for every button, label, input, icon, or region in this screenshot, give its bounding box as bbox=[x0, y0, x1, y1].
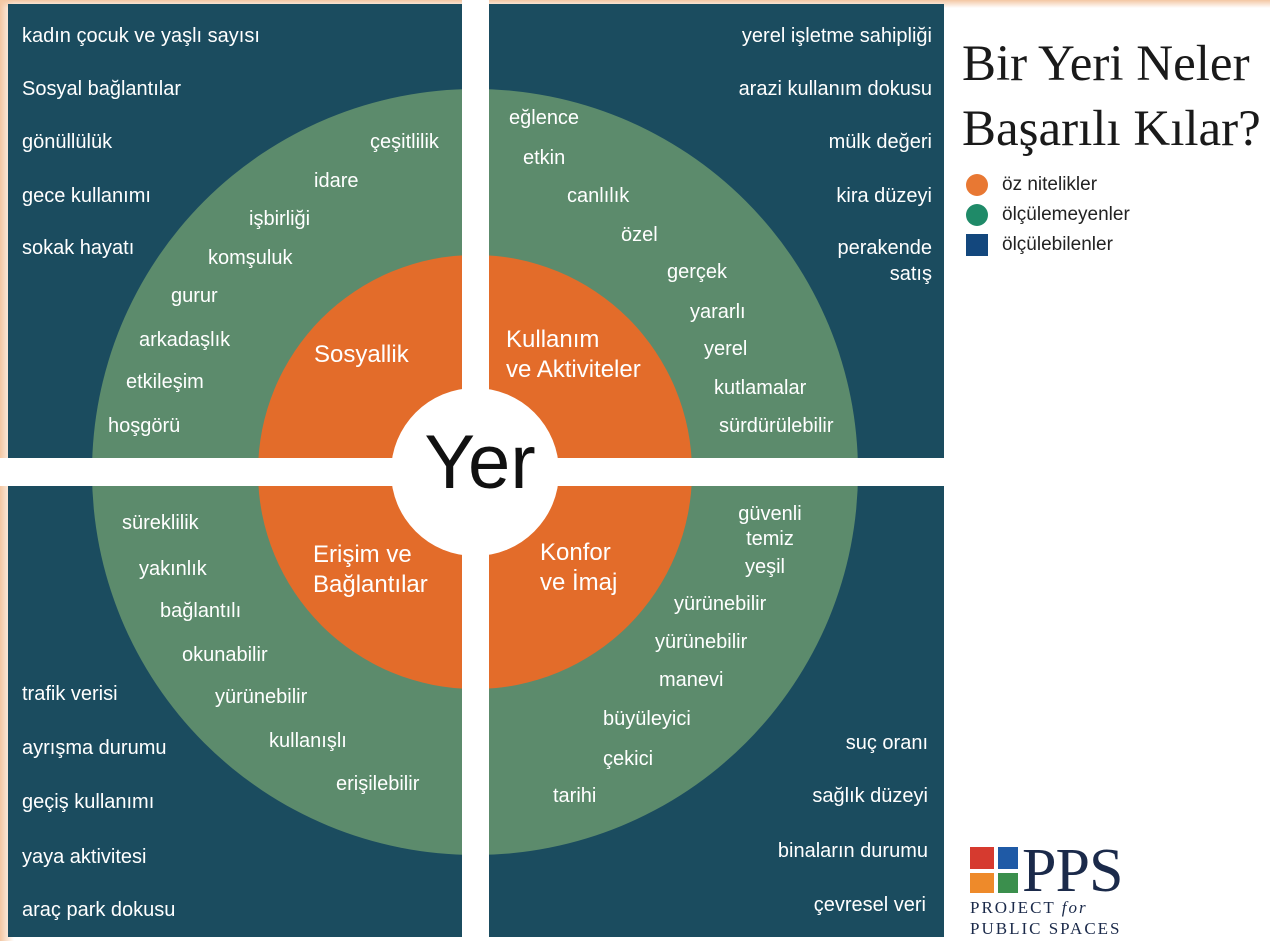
intangible-label: yararlı bbox=[690, 301, 746, 323]
intangible-label: çekici bbox=[603, 748, 654, 770]
intangible-label: yerel bbox=[704, 338, 748, 360]
title-line-2: Başarılı Kılar? bbox=[962, 100, 1261, 157]
intangible-label: işbirliği bbox=[249, 208, 311, 230]
logo-tagline-for: for bbox=[1061, 898, 1088, 917]
intangible-label: yakınlık bbox=[139, 558, 207, 580]
core-label-access-line1: Erişim ve bbox=[313, 541, 412, 568]
measure-label: ayrışma durumu bbox=[22, 737, 167, 759]
measure-label: kadın çocuk ve yaşlı sayısı bbox=[22, 25, 260, 47]
measure-label: gönüllülük bbox=[22, 131, 113, 153]
intangible-label: kutlamalar bbox=[714, 377, 807, 399]
intangible-label: komşuluk bbox=[208, 247, 293, 269]
logo-wordmark: PPS bbox=[1022, 837, 1123, 905]
intangible-label: sürdürülebilir bbox=[719, 415, 834, 437]
logo-tagline-line1: PROJECT for bbox=[970, 897, 1122, 918]
logo-square-green bbox=[998, 873, 1018, 893]
intangible-label: kullanışlı bbox=[269, 730, 347, 752]
intangible-label: yürünebilir bbox=[655, 631, 748, 653]
measure-label: satış bbox=[889, 263, 932, 285]
center-circle bbox=[391, 388, 559, 556]
legend-label: öz nitelikler bbox=[1002, 174, 1098, 195]
core-label-sociability: Sosyallik bbox=[314, 341, 409, 368]
intangible-label: eğlence bbox=[509, 107, 580, 129]
intangible-label: gerçek bbox=[667, 261, 728, 283]
intangible-label: erişilebilir bbox=[336, 773, 420, 795]
measure-label: mülk değeri bbox=[828, 131, 932, 153]
blue-square-icon bbox=[966, 234, 988, 256]
intangible-label: etkin bbox=[523, 147, 566, 169]
center-label: Yer bbox=[424, 420, 536, 505]
intangible-label: süreklilik bbox=[122, 512, 199, 534]
intangible-label: canlılık bbox=[567, 185, 630, 207]
core-label-comfort-line2: ve İmaj bbox=[540, 569, 618, 596]
measure-label: Sosyal bağlantılar bbox=[22, 78, 181, 100]
green-circle-icon bbox=[966, 204, 988, 226]
logo-square-orange bbox=[970, 873, 994, 893]
measure-label: perakende bbox=[837, 237, 932, 259]
logo-tagline-line2: PUBLIC SPACES bbox=[970, 919, 1122, 938]
measure-label: kira düzeyi bbox=[836, 185, 932, 207]
intangible-label: manevi bbox=[659, 669, 724, 691]
logo-tagline: PROJECT for PUBLIC SPACES bbox=[970, 897, 1122, 939]
measure-label: gece kullanımı bbox=[22, 185, 151, 207]
logo-square-blue bbox=[998, 847, 1018, 869]
measure-label: sokak hayatı bbox=[22, 237, 135, 259]
intangible-label: yeşil bbox=[744, 556, 785, 578]
logo-tagline-project: PROJECT bbox=[970, 898, 1056, 917]
core-label-access-line2: Bağlantılar bbox=[313, 571, 428, 598]
intangible-label: etkileşim bbox=[126, 371, 204, 393]
page-title: Bir Yeri Neler Başarılı Kılar? bbox=[962, 32, 1261, 162]
measure-label: yerel işletme sahipliği bbox=[741, 25, 932, 47]
intangible-label: büyüleyici bbox=[603, 708, 691, 730]
intangible-label: yürünebilir bbox=[215, 686, 308, 708]
measure-label: çevresel veri bbox=[813, 894, 926, 916]
intangible-label: gurur bbox=[171, 285, 218, 307]
intangible-label: tarihi bbox=[553, 785, 597, 807]
core-label-uses-line1: Kullanım bbox=[506, 326, 600, 353]
intangible-label: çeşitlilik bbox=[370, 131, 439, 153]
core-label-comfort-line1: Konfor bbox=[540, 539, 611, 566]
legend: öz nitelikler ölçülemeyenler ölçülebilen… bbox=[966, 170, 1130, 260]
legend-item-intangibles: ölçülemeyenler bbox=[966, 200, 1130, 230]
logo-cross-v bbox=[994, 845, 998, 895]
core-label-uses: Kullanım ve Aktiviteler bbox=[506, 325, 641, 385]
title-line-1: Bir Yeri Neler bbox=[962, 36, 1250, 92]
intangible-label: özel bbox=[621, 224, 658, 246]
intangible-label: yürünebilir bbox=[674, 593, 767, 615]
core-label-uses-line2: ve Aktiviteler bbox=[506, 356, 641, 383]
legend-label: ölçülebilenler bbox=[1002, 234, 1113, 255]
core-label-comfort: Konfor ve İmaj bbox=[540, 538, 617, 598]
measure-label: geçiş kullanımı bbox=[22, 791, 155, 813]
measure-label: arazi kullanım dokusu bbox=[738, 78, 932, 100]
measure-label: araç park dokusu bbox=[22, 899, 176, 921]
pps-logo-mark bbox=[968, 845, 1020, 895]
intangible-label: idare bbox=[314, 170, 359, 192]
intangible-label: hoşgörü bbox=[108, 415, 181, 437]
measure-label: trafik verisi bbox=[22, 683, 118, 705]
intangible-label: bağlantılı bbox=[160, 600, 242, 622]
legend-label: ölçülemeyenler bbox=[1002, 204, 1130, 225]
intangible-label: temiz bbox=[746, 528, 794, 550]
measure-label: sağlık düzeyi bbox=[812, 785, 928, 807]
legend-item-measurements: ölçülebilenler bbox=[966, 230, 1130, 260]
measure-label: suç oranı bbox=[845, 732, 928, 754]
intangible-label: arkadaşlık bbox=[139, 329, 231, 351]
logo-square-red bbox=[970, 847, 994, 869]
measure-label: binaların durumu bbox=[777, 840, 928, 862]
intangible-label: okunabilir bbox=[182, 644, 268, 666]
intangible-label: güvenli bbox=[738, 503, 802, 525]
core-label-access: Erişim ve Bağlantılar bbox=[313, 540, 428, 600]
measure-label: yaya aktivitesi bbox=[22, 846, 147, 868]
orange-circle-icon bbox=[966, 174, 988, 196]
legend-item-core: öz nitelikler bbox=[966, 170, 1130, 200]
